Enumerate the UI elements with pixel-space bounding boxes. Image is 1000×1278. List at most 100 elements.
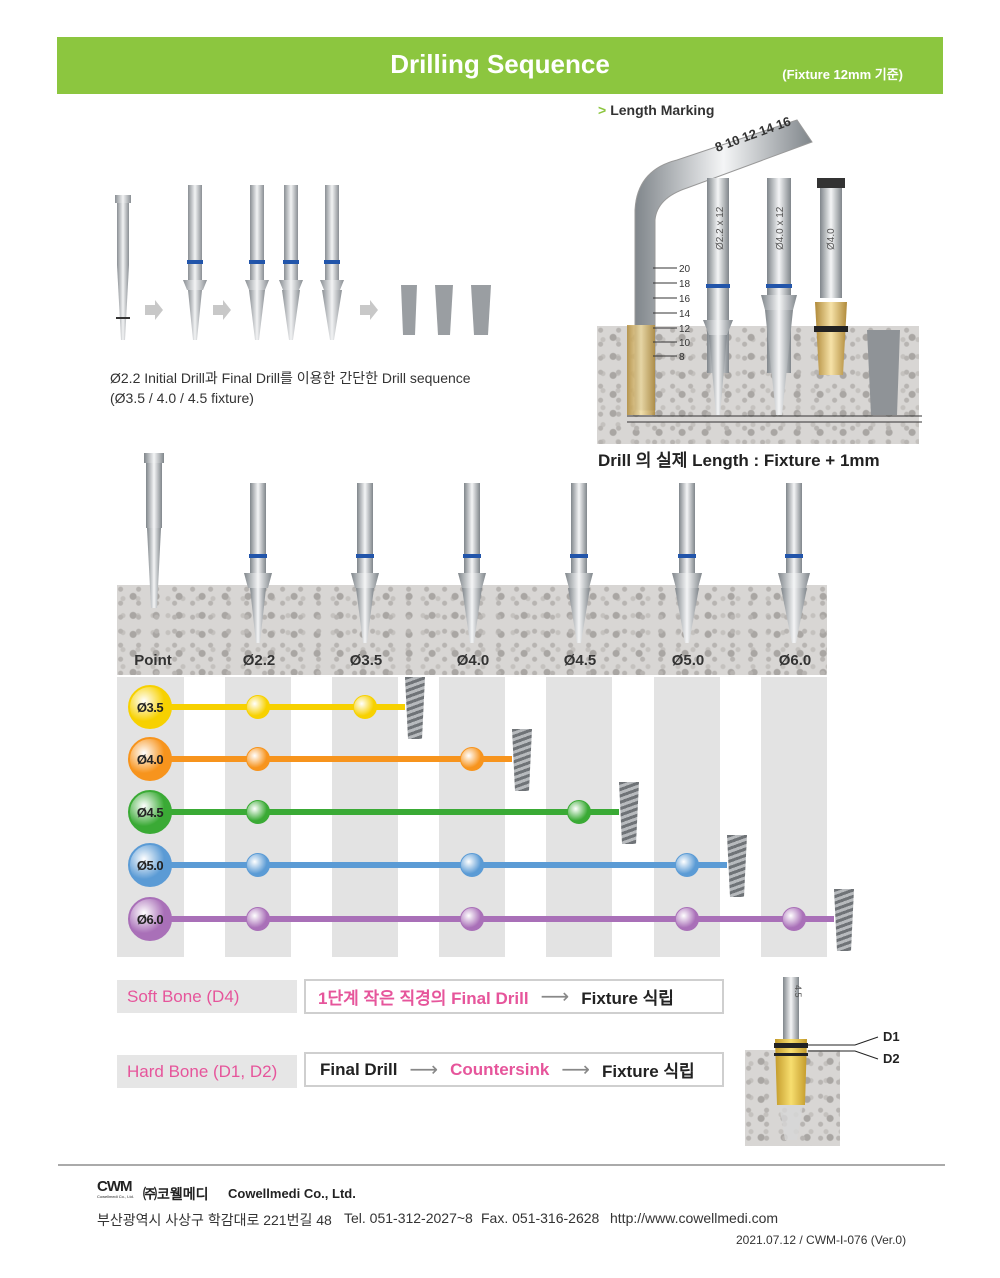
chevron-right-icon: > xyxy=(598,102,607,118)
svg-text:12: 12 xyxy=(679,324,691,335)
company-address: 부산광역시 사상구 학감대로 221번길 48 xyxy=(97,1212,332,1228)
soft-step2: Fixture 식립 xyxy=(581,989,674,1008)
fixture-size-badge: Ø3.5 xyxy=(128,685,172,729)
drill-4-0-icon xyxy=(279,185,303,340)
fixture-icon xyxy=(834,889,854,951)
header-bar: Drilling Sequence (Fixture 12mm 기준) xyxy=(57,37,943,94)
arrow-icon xyxy=(145,300,163,320)
length-drill-2-2-icon: Ø2.2 x 12 xyxy=(703,178,733,415)
column-stripe xyxy=(332,677,398,957)
fixture-icon xyxy=(405,677,425,739)
arrow-right-icon: ⟶ xyxy=(561,1059,590,1081)
drill-label-2-2: Ø2.2 xyxy=(242,652,276,669)
tick-labels: 20 18 16 14 12 10 8 xyxy=(653,264,691,363)
company-tel: Tel. 051-312-2027~8 xyxy=(344,1210,473,1226)
d2-label: D2 xyxy=(883,1051,900,1066)
hard-step3: Fixture 식립 xyxy=(602,1062,695,1081)
sequence-line xyxy=(150,862,727,868)
hard-step2: Countersink xyxy=(450,1059,550,1079)
arrow-icon xyxy=(360,300,378,320)
company-name-kr: ㈜코웰메디 xyxy=(143,1186,209,1202)
fixture-icon xyxy=(512,729,532,791)
page-subtitle: (Fixture 12mm 기준) xyxy=(782,67,903,82)
sequence-dot xyxy=(246,853,270,877)
svg-text:18: 18 xyxy=(679,279,691,290)
simple-sequence-illustration xyxy=(115,185,491,340)
company-logo: CWM Cowellmedi Co., Ltd. xyxy=(97,1178,134,1199)
sequence-dot xyxy=(246,695,270,719)
fixture-4-5-icon xyxy=(471,285,491,335)
sequence-dot xyxy=(460,747,484,771)
fixture-4-0-icon xyxy=(435,285,453,335)
initial-drill-icon xyxy=(115,195,131,340)
soft-step1: 1단계 작은 직경의 Final Drill xyxy=(318,989,529,1008)
hard-bone-label: Hard Bone (D1, D2) xyxy=(117,1055,297,1088)
length-drill-4-0-icon: Ø4.0 x 12 xyxy=(761,178,797,415)
company-fax: Fax. 051-316-2628 xyxy=(481,1210,600,1226)
drill-row-illustration xyxy=(144,453,810,643)
arrow-icon xyxy=(213,300,231,320)
svg-text:Ø4.0 x 12: Ø4.0 x 12 xyxy=(775,206,786,250)
svg-text:14: 14 xyxy=(679,309,691,320)
sequence-dot xyxy=(460,853,484,877)
soft-bone-label: Soft Bone (D4) xyxy=(117,980,297,1013)
document-id: 2021.07.12 / CWM-I-076 (Ver.0) xyxy=(736,1233,907,1247)
drill-5-0-icon xyxy=(672,483,702,643)
hard-bone-sequence: Final Drill ⟶ Countersink ⟶ Fixture 식립 xyxy=(304,1052,724,1087)
countersink-detail-illustration: 4.5 D1 D2 xyxy=(774,977,900,1140)
drill-4-5-icon xyxy=(565,483,593,643)
fixture-size-badge: Ø4.5 xyxy=(128,790,172,834)
simple-sequence-caption: Ø2.2 Initial Drill과 Final Drill를 이용한 간단한… xyxy=(110,370,471,406)
company-website-link[interactable]: http://www.cowellmedi.com xyxy=(610,1210,779,1226)
fixture-size-badge: Ø6.0 xyxy=(128,897,172,941)
company-name-en: Cowellmedi Co., Ltd. xyxy=(228,1186,356,1201)
drill-label-4-5: Ø4.5 xyxy=(563,652,597,669)
sequence-line xyxy=(150,756,512,762)
drill-2-2-icon xyxy=(244,483,272,643)
page-title: Drilling Sequence xyxy=(390,49,610,79)
svg-text:Ø2.2 x 12: Ø2.2 x 12 xyxy=(715,206,726,250)
drill-4-0-icon xyxy=(458,483,486,643)
length-marking-illustration: 8 10 12 14 16 20 18 16 14 12 10 8 Ø2.2 x… xyxy=(627,114,922,423)
svg-text:8: 8 xyxy=(679,352,685,363)
svg-text:16: 16 xyxy=(679,294,691,305)
length-countersink-icon: Ø4.0 xyxy=(814,178,848,375)
drill-3-5-icon xyxy=(245,185,269,340)
point-drill-icon xyxy=(144,453,164,608)
sequence-line xyxy=(150,809,619,815)
drill-label-5-0: Ø5.0 xyxy=(671,652,705,669)
fixture-icon xyxy=(727,835,747,897)
drill-4-5-icon xyxy=(320,185,344,340)
sequence-line xyxy=(150,704,405,710)
hard-step1: Final Drill xyxy=(320,1059,398,1079)
fixture-size-badge: Ø4.0 xyxy=(128,737,172,781)
length-fixture-icon xyxy=(867,330,900,415)
countersink-size-label: 4.5 xyxy=(793,985,803,998)
svg-text:20: 20 xyxy=(679,264,691,275)
svg-text:Ø4.0: Ø4.0 xyxy=(826,228,837,250)
svg-text:10: 10 xyxy=(679,338,691,349)
soft-bone-sequence: 1단계 작은 직경의 Final Drill ⟶ Fixture 식립 xyxy=(304,979,724,1014)
arrow-right-icon: ⟶ xyxy=(540,986,570,1008)
drill-label-6-0: Ø6.0 xyxy=(778,652,812,669)
sequence-dot xyxy=(246,907,270,931)
sequence-dot xyxy=(246,747,270,771)
sequence-line xyxy=(150,916,834,922)
sequence-dot xyxy=(675,853,699,877)
drill-6-0-icon xyxy=(778,483,810,643)
fixture-icon xyxy=(619,782,639,844)
arrow-right-icon: ⟶ xyxy=(409,1059,439,1081)
drill-label-3-5: Ø3.5 xyxy=(349,652,383,669)
sequence-dot xyxy=(460,907,484,931)
drill-2-2-icon xyxy=(183,185,207,340)
sequence-dot xyxy=(782,907,806,931)
d1-label: D1 xyxy=(883,1029,900,1044)
length-caption: Drill 의 실제 Length : Fixture + 1mm xyxy=(598,451,880,470)
sequence-dot xyxy=(675,907,699,931)
fixture-size-badge: Ø5.0 xyxy=(128,843,172,887)
drill-label-4-0: Ø4.0 xyxy=(456,652,490,669)
sequence-dot xyxy=(353,695,377,719)
drill-label-point: Point xyxy=(134,652,172,669)
sequence-dot xyxy=(246,800,270,824)
footer-divider xyxy=(58,1164,945,1166)
